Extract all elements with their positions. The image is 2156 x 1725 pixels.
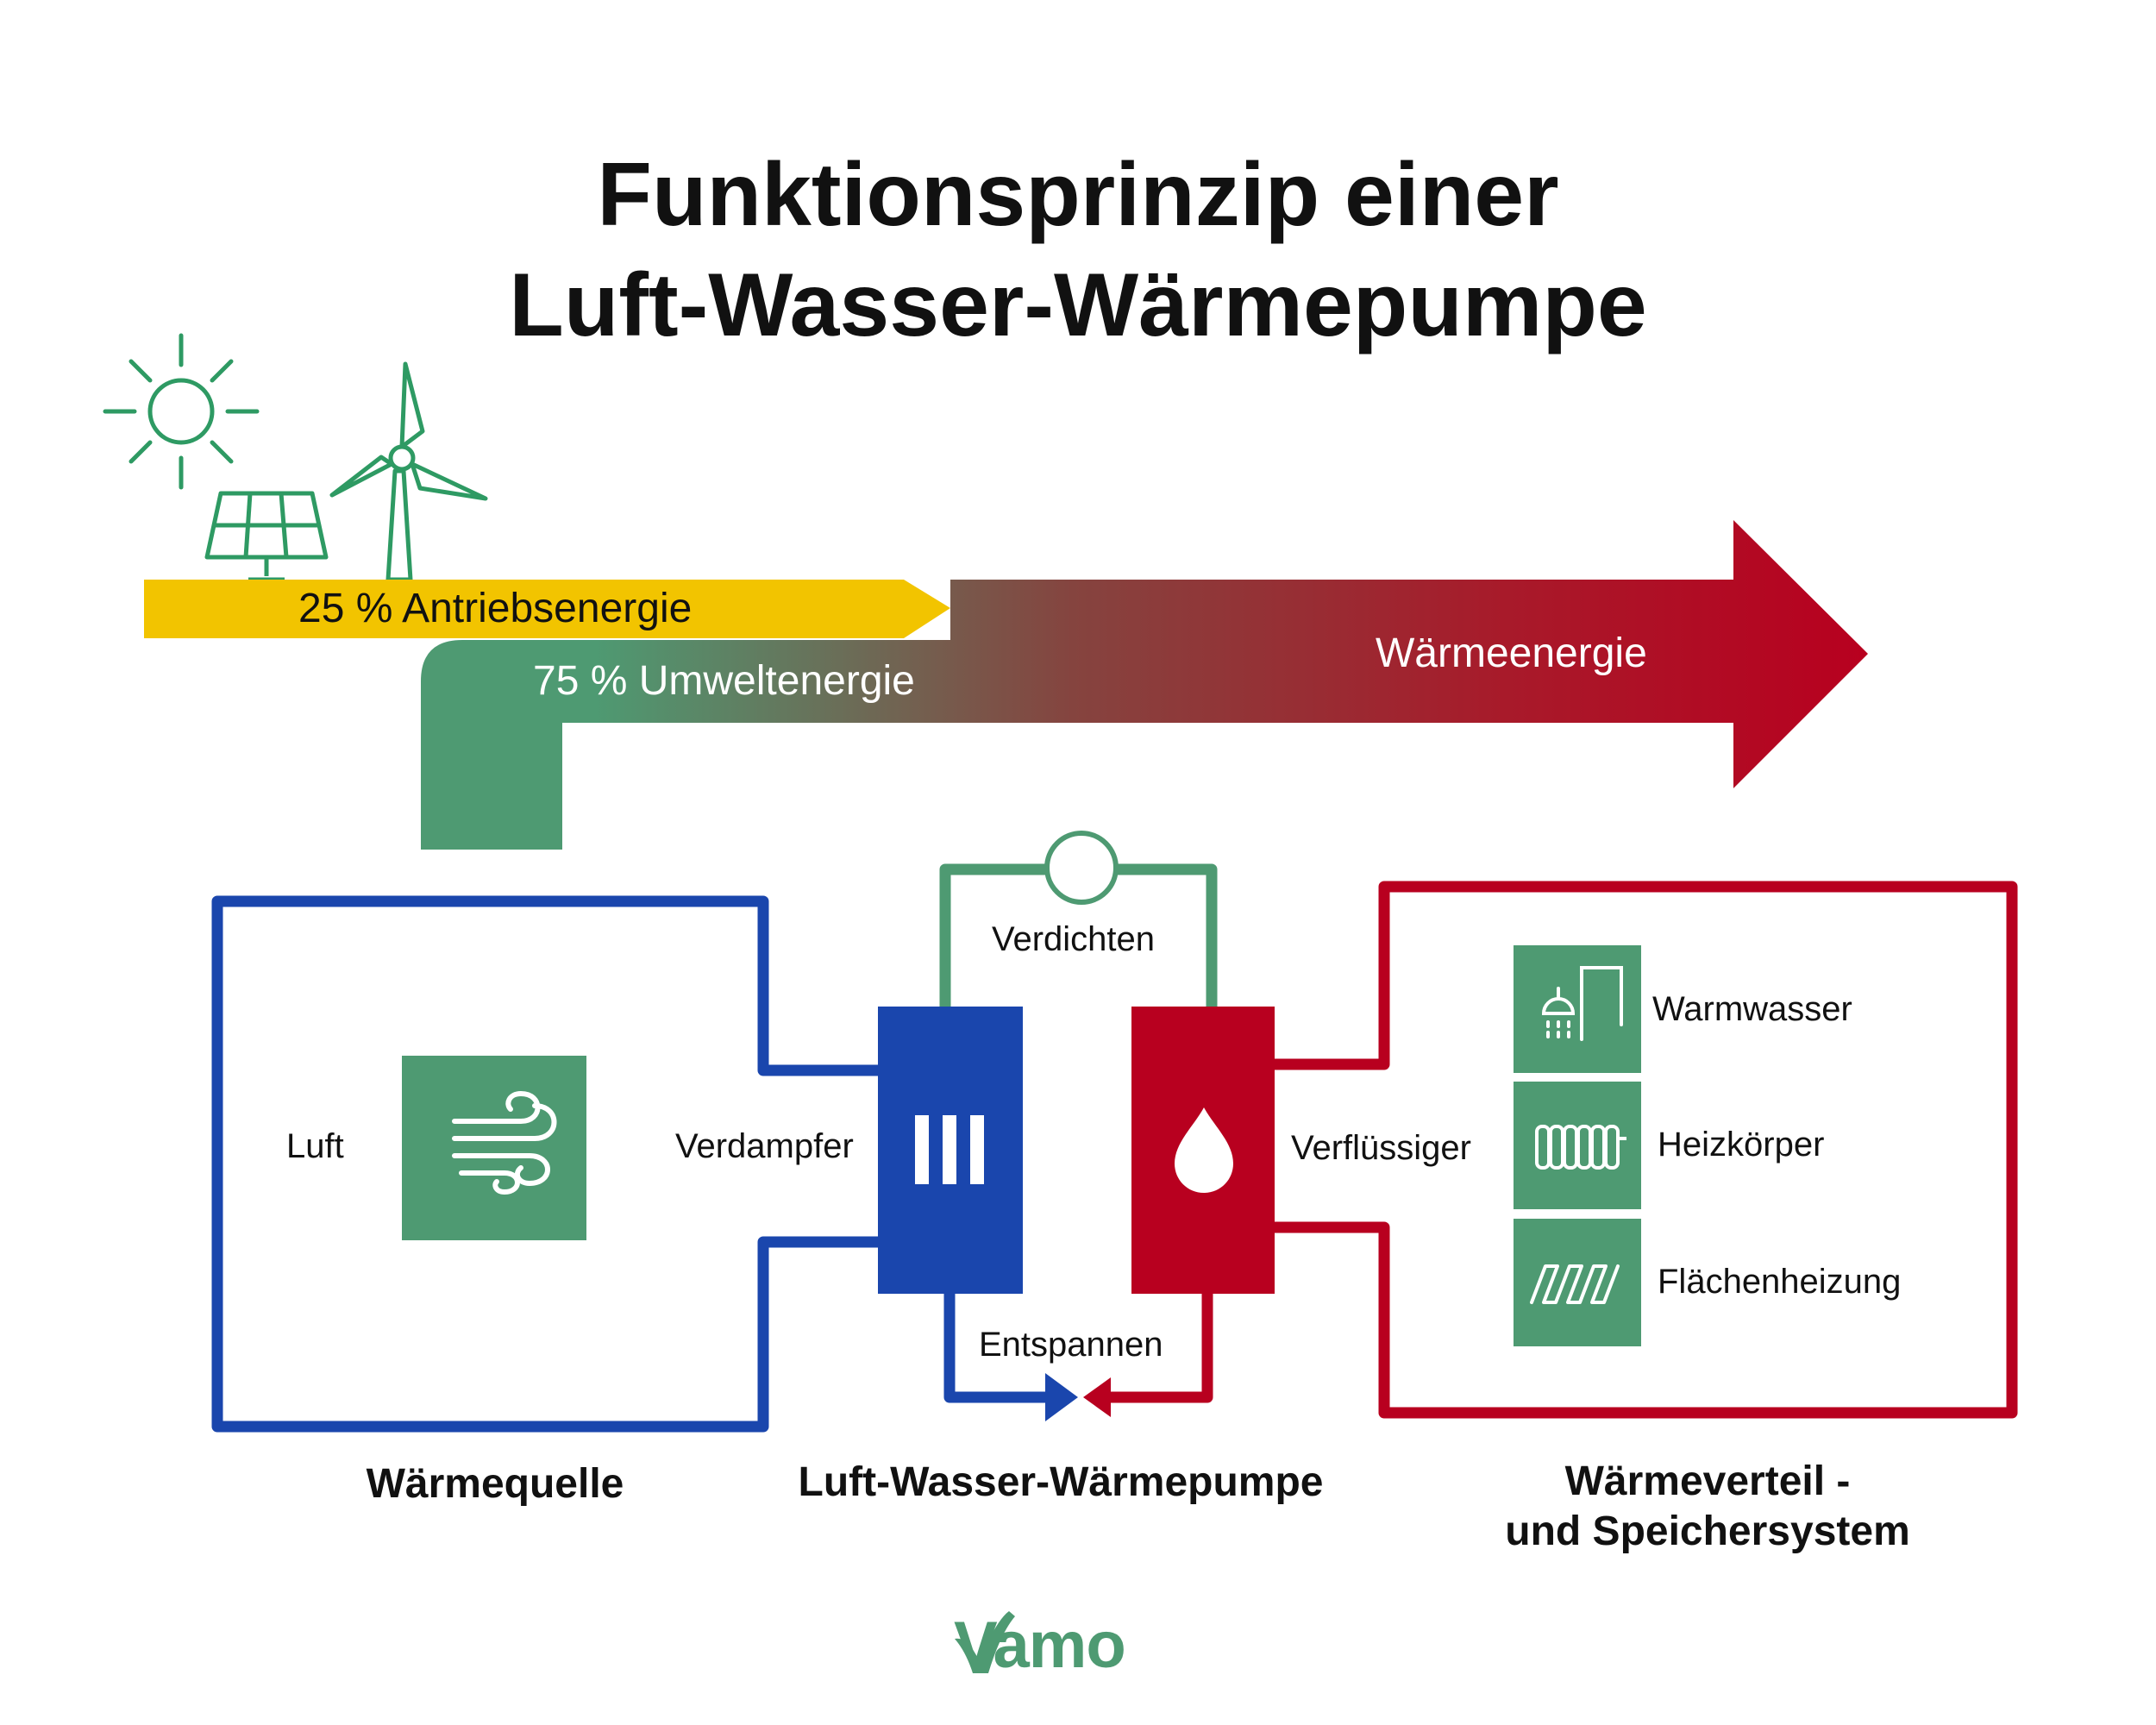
heat-source-loop xyxy=(211,895,878,1433)
vamo-logo: Vamo xyxy=(954,1609,1126,1682)
floor-heating-label: Flächenheizung xyxy=(1658,1263,1902,1301)
heat-source-caption: Wärmequelle xyxy=(366,1461,624,1507)
air-box xyxy=(402,1056,586,1240)
radiator-icon xyxy=(1535,1125,1626,1170)
refrigerant-line-cold xyxy=(943,1294,1052,1403)
page-title-line-1: Funktionsprinzip einer xyxy=(597,145,1559,245)
floor-heating-tile xyxy=(1514,1219,1641,1346)
heat-pump-caption: Luft-Wasser-Wärmepumpe xyxy=(798,1459,1324,1505)
distribution-loop xyxy=(1275,881,2018,1419)
compress-label: Verdichten xyxy=(992,920,1156,958)
radiator-label: Heizkörper xyxy=(1658,1126,1825,1164)
evaporator-label: Verdampfer xyxy=(675,1127,854,1165)
drive-energy-label: 25 % Antriebsenergie xyxy=(298,586,693,631)
wind-icon xyxy=(452,1090,557,1195)
vamo-logo-mark xyxy=(955,1611,1015,1673)
drive-energy-band xyxy=(144,580,950,638)
floor-heating-icon xyxy=(1530,1264,1620,1304)
shower-icon xyxy=(1541,966,1623,1041)
sun-icon xyxy=(103,333,260,490)
heat-energy-label: Wärmeenergie xyxy=(1376,630,1647,676)
refrigerant-line-return xyxy=(1104,1294,1213,1403)
evaporator-icon xyxy=(915,1115,984,1184)
solar-panel-icon xyxy=(204,491,329,582)
expand-label: Entspannen xyxy=(979,1326,1163,1364)
environment-energy-label: 75 % Umweltenergie xyxy=(533,658,915,704)
page-title-line-2: Luft-Wasser-Wärmepumpe xyxy=(509,255,1647,355)
compressor-icon xyxy=(1044,831,1119,905)
condenser-label: Verflüssiger xyxy=(1291,1129,1471,1167)
distribution-caption-line-1: Wärmeverteil - xyxy=(1564,1458,1851,1504)
expansion-valve-icon xyxy=(1045,1373,1111,1421)
wind-turbine-icon xyxy=(329,361,488,582)
water-drop-icon xyxy=(1175,1107,1233,1193)
distribution-caption-line-2: und Speichersystem xyxy=(1505,1509,1910,1554)
air-label: Luft xyxy=(286,1127,344,1165)
energy-flow-arrow xyxy=(421,520,1868,850)
warmwater-label: Warmwasser xyxy=(1652,990,1852,1028)
